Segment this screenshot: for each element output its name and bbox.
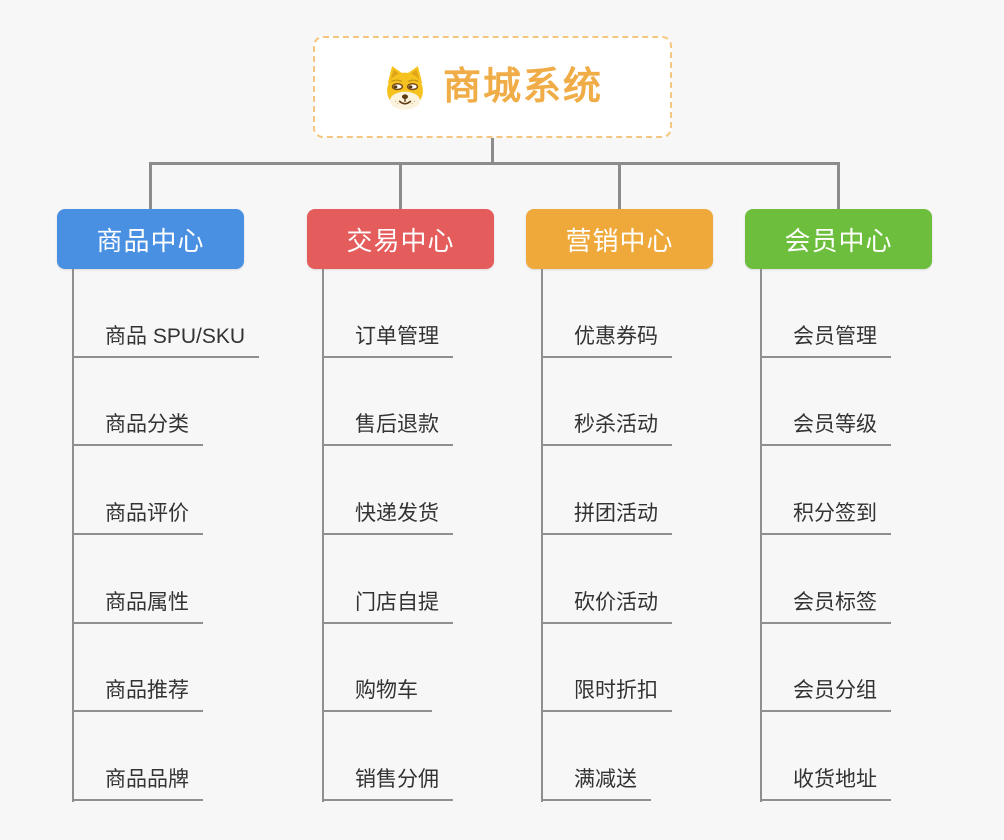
child-node-label: 快递发货	[322, 501, 453, 536]
branch-child-rail	[541, 269, 543, 802]
branch-member-center: 会员中心 会员管理 会员等级 积分签到 会员标签 会员分组 收货地址	[745, 209, 932, 802]
child-node[interactable]: 秒杀活动	[541, 358, 713, 447]
connector-drop-marketing	[618, 162, 621, 210]
child-node-label: 订单管理	[322, 324, 453, 358]
branch-product-center: 商品中心 商品 SPU/SKU 商品分类 商品评价 商品属性 商品推荐 商品品牌	[57, 209, 260, 802]
connector-drop-member	[837, 162, 840, 210]
child-node-label: 收货地址	[760, 767, 891, 802]
branch-node-marketing-center[interactable]: 营销中心	[526, 209, 713, 269]
branch-node-product-center[interactable]: 商品中心	[57, 209, 244, 269]
child-node-label: 会员管理	[760, 324, 891, 358]
child-node-label: 会员标签	[760, 590, 891, 624]
branch-node-member-center[interactable]: 会员中心	[745, 209, 932, 269]
child-node-label: 秒杀活动	[541, 412, 672, 447]
root-node-label: 商城系统	[442, 66, 603, 108]
child-node-label: 会员等级	[760, 412, 891, 447]
child-node-label: 商品评价	[72, 501, 203, 536]
child-node[interactable]: 商品 SPU/SKU	[72, 269, 260, 358]
child-node-label: 商品推荐	[72, 678, 203, 713]
child-node-label: 砍价活动	[541, 590, 672, 624]
child-node-label: 拼团活动	[541, 501, 672, 536]
child-node-label: 商品品牌	[72, 767, 203, 802]
branch-node-trade-center[interactable]: 交易中心	[307, 209, 494, 269]
branch-child-rail	[760, 269, 762, 802]
child-node[interactable]: 商品评价	[72, 446, 244, 536]
child-node[interactable]: 砍价活动	[541, 535, 713, 624]
branch-children: 商品 SPU/SKU 商品分类 商品评价 商品属性 商品推荐 商品品牌	[57, 269, 260, 802]
child-node-label: 优惠券码	[541, 324, 672, 358]
connector-root-vertical	[491, 138, 494, 164]
child-node-label: 售后退款	[322, 412, 453, 447]
child-node-label: 限时折扣	[541, 678, 672, 713]
branch-children: 优惠券码 秒杀活动 拼团活动 砍价活动 限时折扣 满减送	[526, 269, 713, 802]
child-node[interactable]: 门店自提	[322, 535, 494, 624]
child-node[interactable]: 销售分佣	[322, 712, 494, 802]
branch-trade-center: 交易中心 订单管理 售后退款 快递发货 门店自提 购物车 销售分佣	[307, 209, 494, 802]
connector-drop-trade	[399, 162, 402, 210]
connector-horizontal-rail	[149, 162, 840, 165]
child-node[interactable]: 售后退款	[322, 358, 494, 447]
branch-child-rail	[322, 269, 324, 802]
branch-child-rail	[72, 269, 74, 802]
child-node[interactable]: 会员等级	[760, 358, 932, 447]
child-node-label: 满减送	[541, 767, 651, 802]
child-node[interactable]: 商品分类	[72, 358, 244, 447]
child-node[interactable]: 拼团活动	[541, 446, 713, 536]
child-node[interactable]: 满减送	[541, 712, 713, 802]
child-node[interactable]: 限时折扣	[541, 624, 713, 713]
doge-face-icon	[382, 64, 428, 110]
child-node[interactable]: 会员分组	[760, 624, 932, 713]
connector-drop-product	[149, 162, 152, 210]
child-node-label: 积分签到	[760, 501, 891, 536]
child-node[interactable]: 购物车	[322, 624, 494, 713]
child-node[interactable]: 会员标签	[760, 535, 932, 624]
child-node-label: 商品 SPU/SKU	[72, 324, 260, 358]
child-node-label: 销售分佣	[322, 767, 453, 802]
child-node-label: 购物车	[322, 678, 432, 713]
child-node[interactable]: 收货地址	[760, 712, 932, 802]
child-node[interactable]: 订单管理	[322, 269, 494, 358]
child-node-label: 商品分类	[72, 412, 203, 447]
child-node[interactable]: 优惠券码	[541, 269, 713, 358]
branch-marketing-center: 营销中心 优惠券码 秒杀活动 拼团活动 砍价活动 限时折扣 满减送	[526, 209, 713, 802]
child-node[interactable]: 商品属性	[72, 535, 244, 624]
child-node-label: 商品属性	[72, 590, 203, 624]
child-node[interactable]: 商品推荐	[72, 624, 244, 713]
child-node-label: 门店自提	[322, 590, 453, 624]
child-node[interactable]: 会员管理	[760, 269, 932, 358]
child-node[interactable]: 商品品牌	[72, 712, 244, 802]
root-node-mall-system[interactable]: 商城系统	[313, 36, 672, 138]
branch-children: 订单管理 售后退款 快递发货 门店自提 购物车 销售分佣	[307, 269, 494, 802]
child-node[interactable]: 快递发货	[322, 446, 494, 536]
child-node[interactable]: 积分签到	[760, 446, 932, 536]
child-node-label: 会员分组	[760, 678, 891, 713]
branch-children: 会员管理 会员等级 积分签到 会员标签 会员分组 收货地址	[745, 269, 932, 802]
